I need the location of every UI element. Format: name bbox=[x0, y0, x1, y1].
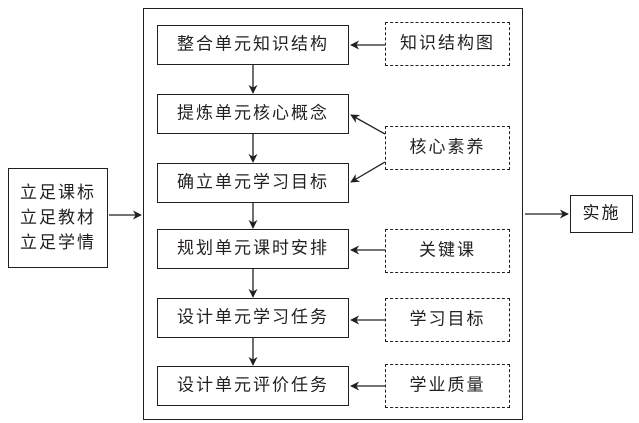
input-student-situation: 立足学情 bbox=[20, 232, 96, 253]
step-integrate-knowledge-structure: 整合单元知识结构 bbox=[157, 25, 349, 65]
input-textbook: 立足教材 bbox=[20, 207, 96, 228]
input-curriculum-standard: 立足课标 bbox=[20, 182, 96, 203]
step-refine-core-concepts: 提炼单元核心概念 bbox=[157, 94, 349, 134]
support-knowledge-structure-map: 知识结构图 bbox=[385, 22, 510, 66]
step-establish-learning-goals: 确立单元学习目标 bbox=[157, 163, 349, 203]
output-box: 实施 bbox=[570, 195, 633, 233]
support-arrow-2a bbox=[350, 114, 386, 135]
support-core-literacy: 核心素养 bbox=[385, 126, 510, 170]
step-design-learning-tasks: 设计单元学习任务 bbox=[157, 298, 349, 338]
step-plan-lesson-schedule: 规划单元课时安排 bbox=[157, 229, 349, 269]
step-design-evaluation-tasks: 设计单元评价任务 bbox=[157, 366, 349, 406]
input-box: 立足课标 立足教材 立足学情 bbox=[8, 168, 108, 268]
support-academic-quality: 学业质量 bbox=[385, 364, 510, 408]
support-learning-goals: 学习目标 bbox=[385, 298, 510, 342]
support-arrow-2b bbox=[350, 161, 386, 183]
support-key-lessons: 关键课 bbox=[385, 229, 510, 273]
process-container bbox=[143, 8, 523, 420]
